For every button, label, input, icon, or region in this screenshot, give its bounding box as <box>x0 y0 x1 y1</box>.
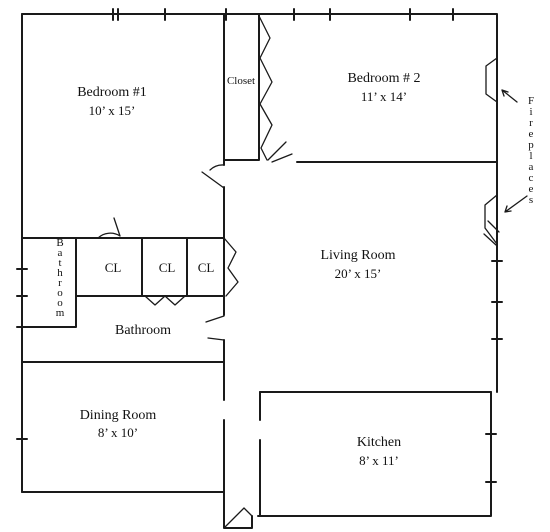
bathroom-name: Bathroom <box>115 323 171 338</box>
closet-label-2: CL <box>159 260 176 275</box>
living-dims: 20’ x 15’ <box>335 266 382 281</box>
bedroom1-dims: 10’ x 15’ <box>89 103 136 118</box>
outer-walls <box>16 8 503 529</box>
arrow-up-icon <box>501 89 518 103</box>
doors <box>97 164 253 529</box>
closet-label: Closet <box>227 75 255 87</box>
dining-dims: 8’ x 10’ <box>98 425 138 440</box>
bedroom1-name: Bedroom #1 <box>77 85 147 100</box>
fireplace-bedroom2 <box>485 57 498 103</box>
fireplace-living <box>484 194 498 245</box>
closet-label-1: CL <box>105 260 122 275</box>
interior-walls <box>21 13 498 517</box>
bedroom2-name: Bedroom # 2 <box>347 71 420 86</box>
kitchen-dims: 8’ x 11’ <box>359 453 399 468</box>
living-name: Living Room <box>320 248 395 263</box>
bedroom2-dims: 11’ x 14’ <box>361 89 407 104</box>
fireplaces <box>483 57 528 246</box>
kitchen-name: Kitchen <box>357 435 401 450</box>
labels: Bedroom #1 10’ x 15’ Bedroom # 2 11’ x 1… <box>56 71 535 468</box>
dining-name: Dining Room <box>80 408 157 423</box>
closet-label-3: CL <box>198 260 215 275</box>
arrow-down-icon <box>504 195 528 213</box>
